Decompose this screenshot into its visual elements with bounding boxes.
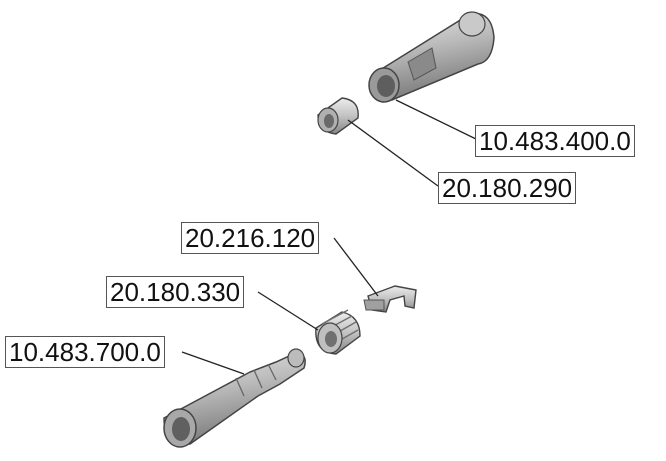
nut-part xyxy=(315,309,361,355)
leader-lines xyxy=(181,99,479,375)
plunger-part xyxy=(163,348,306,448)
callout-nut: 20.180.330 xyxy=(106,276,245,308)
sleeve-part xyxy=(317,97,359,135)
tube-part-top xyxy=(368,11,495,103)
callout-sleeve: 20.180.290 xyxy=(438,172,577,204)
leader-plunger xyxy=(181,351,245,375)
leader-nut xyxy=(257,291,319,331)
leader-clip xyxy=(333,237,379,297)
callout-clip: 20.216.120 xyxy=(181,222,320,254)
leader-sleeve xyxy=(347,119,439,187)
callout-plunger: 10.483.700.0 xyxy=(5,336,165,368)
clip-part xyxy=(363,285,417,313)
leader-tube-top xyxy=(395,99,479,141)
callout-tube-top: 10.483.400.0 xyxy=(475,125,635,157)
